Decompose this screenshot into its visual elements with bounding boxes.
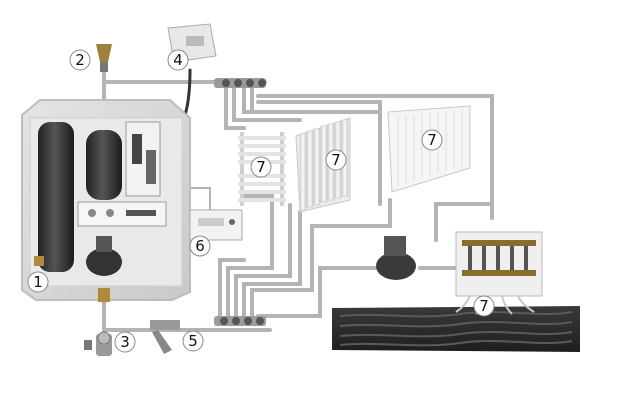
floor-manifold-box xyxy=(455,231,543,297)
strainer-filter xyxy=(150,320,180,354)
expansion-tank xyxy=(38,122,74,272)
marker-4: 4 xyxy=(167,49,189,71)
marker-7-panel: 7 xyxy=(421,129,443,151)
heater-tank xyxy=(86,130,122,200)
pipe-network xyxy=(102,68,494,342)
marker-1: 1 xyxy=(27,271,49,293)
svg-text:1: 1 xyxy=(33,273,43,291)
svg-text:2: 2 xyxy=(75,51,85,69)
return-manifold xyxy=(214,316,266,326)
svg-text:3: 3 xyxy=(120,333,130,351)
svg-text:7: 7 xyxy=(479,297,489,315)
controller-unit xyxy=(189,209,243,241)
air-vent xyxy=(96,44,112,72)
svg-text:5: 5 xyxy=(188,332,198,350)
marker-2: 2 xyxy=(69,49,91,71)
shutoff-valve xyxy=(84,331,112,356)
svg-text:7: 7 xyxy=(256,158,266,176)
marker-6: 6 xyxy=(189,235,211,257)
boiler-pump xyxy=(86,248,122,276)
marker-7-towel-rail: 7 xyxy=(250,156,272,178)
marker-5: 5 xyxy=(182,330,204,352)
svg-text:6: 6 xyxy=(195,237,205,255)
marker-3: 3 xyxy=(114,331,136,353)
svg-text:7: 7 xyxy=(427,131,437,149)
boiler-cabinet xyxy=(21,99,191,302)
underfloor-heating-slab xyxy=(332,295,580,352)
svg-text:4: 4 xyxy=(173,51,183,69)
marker-7-floor: 7 xyxy=(473,295,495,317)
supply-manifold xyxy=(214,78,266,88)
marker-7-radiator: 7 xyxy=(325,149,347,171)
svg-text:7: 7 xyxy=(331,151,341,169)
floor-circulation-pump xyxy=(376,236,416,280)
